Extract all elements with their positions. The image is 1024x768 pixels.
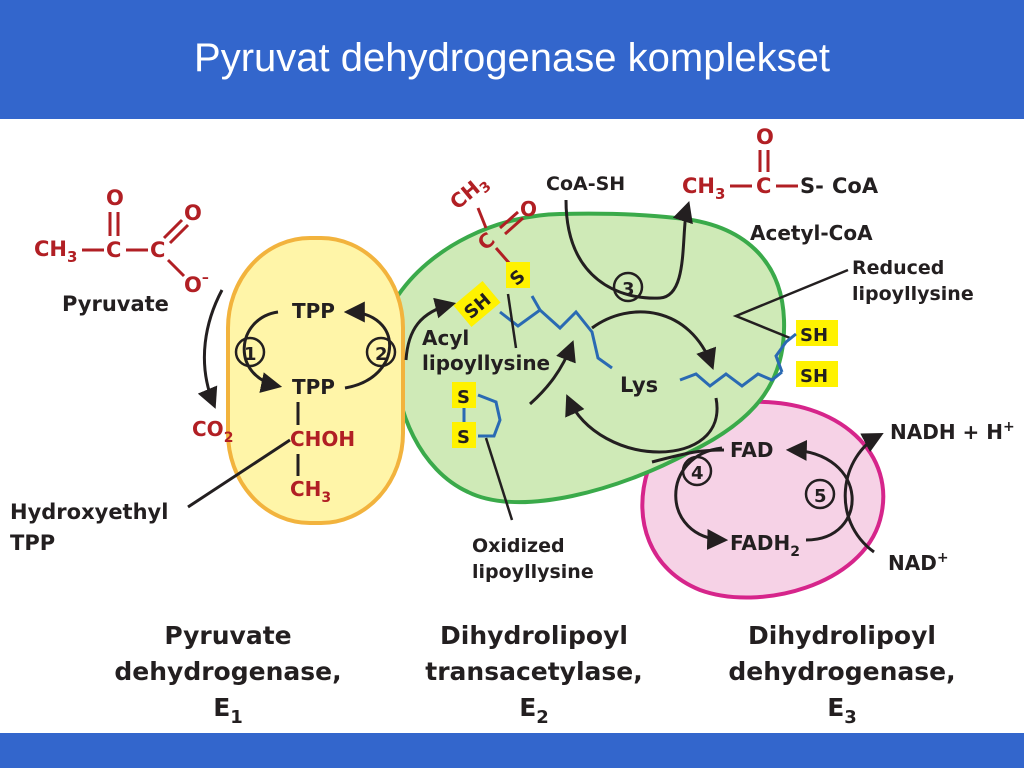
step1-arrow [242, 310, 283, 393]
coa-sh-text: CoA-SH [546, 173, 625, 195]
sh-reduced-bottom: SH [800, 366, 828, 387]
sh-highlight-reduced-top [796, 320, 838, 346]
enzyme-label-e3: Dihydrolipoyl dehydrogenase, E3 [728, 621, 955, 728]
svg-text:O–: O– [184, 270, 209, 297]
svg-text:S: S [457, 387, 470, 408]
slide-header: Pyruvat dehydrogenase komplekset [0, 0, 1024, 119]
svg-text:O: O [106, 186, 124, 210]
step3-badge: 3 [622, 279, 635, 300]
pyruvate-to-co2-arrow [197, 289, 224, 409]
svg-text:E3: E3 [827, 693, 857, 728]
svg-text:O: O [520, 197, 537, 221]
svg-text:E2: E2 [519, 693, 549, 728]
nadh-text: NADH + H+ [890, 419, 1015, 444]
acetyl-coa-label: Acetyl-CoA [750, 221, 873, 245]
slide-title: Pyruvat dehydrogenase komplekset [194, 36, 830, 80]
slide-footer [0, 733, 1024, 768]
step1-badge: 1 [244, 344, 257, 365]
oxidized-lipoyl-chain [477, 393, 502, 438]
regeneration-arrow [565, 394, 719, 454]
hydroxyethyl-label: Hydroxyethyl [10, 500, 168, 524]
sh-reduced-top: SH [800, 325, 828, 346]
s-highlight-ox1 [452, 382, 476, 408]
co2-text: CO2 [192, 417, 233, 446]
svg-text:O: O [756, 125, 774, 149]
svg-text:S-: S- [800, 174, 824, 198]
step5-badge: 5 [814, 486, 827, 507]
pyruvate-label: Pyruvate [62, 292, 169, 316]
pyruvate-structure: CH3 C C O O O– [34, 186, 209, 297]
svg-text:C: C [756, 174, 771, 198]
tpp-top: TPP [292, 299, 335, 323]
chohe-text: CHOH [290, 427, 355, 451]
oxidized-label-line2: lipoyllysine [472, 561, 594, 583]
svg-text:CH3: CH3 [34, 237, 77, 266]
reduced-label-line2: lipoyllysine [852, 283, 974, 305]
svg-text:E1: E1 [213, 693, 243, 728]
svg-text:Dihydrolipoyl: Dihydrolipoyl [748, 621, 936, 650]
step4-arrow [674, 446, 729, 550]
lys-arm-chain [679, 370, 783, 388]
step4-badge: 4 [691, 463, 704, 484]
acyl-label-line1: Acyl [422, 326, 469, 350]
svg-text:transacetylase,: transacetylase, [425, 657, 643, 686]
nad-to-nadh-arrow [843, 433, 884, 554]
step3-transfer-arrow [591, 310, 717, 370]
e2-region [393, 211, 787, 505]
s-highlight-top [506, 262, 530, 288]
svg-text:dehydrogenase,: dehydrogenase, [114, 657, 341, 686]
sh-highlight-reduced-bottom [796, 361, 838, 387]
step5-arrow [785, 439, 854, 542]
fadh2-text: FADH2 [730, 531, 800, 560]
svg-text:CoA: CoA [832, 174, 879, 198]
step2-arrow [343, 301, 392, 390]
tpp-bottom: TPP [292, 375, 335, 399]
oxidized-to-acyl-arrow [529, 340, 576, 406]
svg-text:O: O [184, 201, 202, 225]
e2-to-fad-arrow [651, 448, 725, 464]
reduced-label-line1: Reduced [852, 257, 944, 279]
step3-coa-arrow [564, 199, 693, 300]
acetyl-coa-structure: CH3 C S- CoA O [682, 125, 879, 203]
svg-text:C: C [106, 238, 121, 262]
step2-badge: 2 [375, 344, 388, 365]
svg-text:CH3: CH3 [445, 169, 495, 217]
ch3-text-e1: CH3 [290, 477, 331, 506]
enzyme-label-e2: Dihydrolipoyl transacetylase, E2 [425, 621, 643, 728]
svg-text:Dihydrolipoyl: Dihydrolipoyl [440, 621, 628, 650]
lys-text: Lys [620, 373, 658, 397]
enzyme-label-e1: Pyruvate dehydrogenase, E1 [114, 621, 341, 728]
acetyl-transfer-arrow [404, 297, 457, 361]
svg-text:S: S [457, 427, 470, 448]
fad-text: FAD [730, 438, 773, 462]
svg-text:Pyruvate: Pyruvate [164, 621, 291, 650]
svg-text:CH3: CH3 [682, 174, 725, 203]
hydroxyethyl-tpp-label: TPP [10, 531, 55, 555]
s-highlight-ox2 [452, 422, 476, 448]
oxidized-label-line1: Oxidized [472, 535, 565, 557]
nad-text: NAD+ [888, 550, 949, 575]
svg-text:dehydrogenase,: dehydrogenase, [728, 657, 955, 686]
svg-text:C: C [150, 238, 165, 262]
sh-highlight-acyl [453, 281, 501, 327]
acyl-lipoyl-chain [499, 308, 613, 370]
acyl-label-line2: lipoyllysine [422, 351, 550, 375]
